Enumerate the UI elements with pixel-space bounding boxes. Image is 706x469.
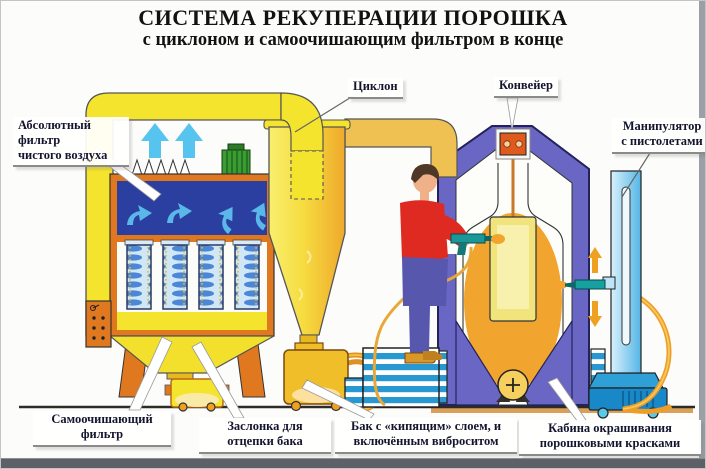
filter-cartridge — [160, 239, 190, 310]
vertical-motion-arrows — [588, 247, 602, 327]
scan-edge-bottom — [1, 458, 705, 468]
column-slot — [621, 186, 631, 346]
manipulator-spray-gun — [555, 279, 606, 290]
label-absolute-filter: Абсолютный фильтр чистого воздуха — [13, 117, 129, 168]
operator — [372, 164, 505, 407]
collection-cart — [164, 372, 230, 412]
filter-cartridge — [124, 239, 154, 310]
page-subtitle: с циклоном и самоочишающим фильтром в ко… — [142, 30, 564, 50]
leader-manipulator — [621, 152, 651, 198]
leader-self-cleaning-filter — [128, 336, 173, 411]
label-fluidized-tank: Бак с «кипящим» слоем, и включённым вибр… — [335, 418, 517, 454]
label-conveyor: Конвейер — [494, 77, 558, 98]
clean-air-arrows — [141, 123, 203, 158]
label-paint-booth: Кабина окрашивания порошковыми красками — [519, 420, 701, 456]
manipulator — [555, 170, 673, 419]
label-cyclone: Циклон — [348, 78, 403, 99]
suction-port — [497, 369, 529, 401]
leader-conveyor — [506, 97, 519, 131]
filter-cartridge — [232, 239, 262, 310]
filter-cartridge — [196, 239, 226, 310]
leader-lines — [91, 95, 651, 423]
conveyor-trolley — [495, 128, 531, 160]
vortex-tube-hidden — [290, 150, 324, 200]
label-manipulator: Манипулятор с пистолетами — [612, 118, 705, 154]
tank-damper-flange — [294, 342, 324, 351]
paint-booth — [428, 125, 606, 406]
operator-hose — [372, 246, 473, 407]
label-self-cleaning-filter: Самоочишающий фильтр — [33, 411, 171, 447]
control-box — [85, 300, 112, 348]
duct-to-booth — [344, 118, 458, 178]
operator-legs — [402, 257, 448, 353]
page-title: СИСТЕМА РЕКУПЕРАЦИИ ПОРОШКА — [138, 5, 568, 30]
scan-edge-right — [699, 1, 705, 468]
leader-tank — [301, 379, 375, 421]
manipulator-foot — [588, 372, 664, 389]
hand-spray-gun — [450, 233, 505, 255]
label-damper: Заслонка для отцепки бака — [199, 418, 331, 454]
cyclone-body — [268, 126, 346, 336]
operator-torso — [400, 200, 448, 262]
leader-cyclone — [294, 95, 354, 133]
fan-motor — [221, 143, 251, 179]
filter-cartridges — [124, 239, 262, 310]
